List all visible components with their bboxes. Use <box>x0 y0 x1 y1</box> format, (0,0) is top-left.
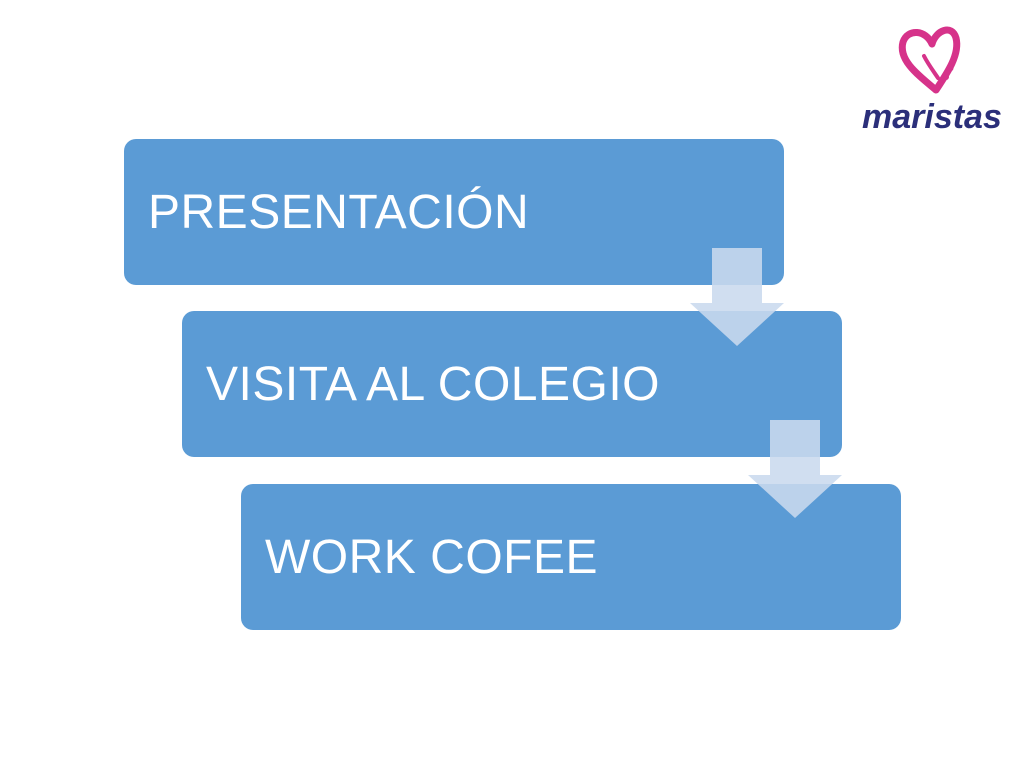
down-arrow-icon <box>748 420 842 518</box>
step-label: WORK COFEE <box>265 530 599 584</box>
step-box-presentacion: PRESENTACIÓN <box>124 139 784 285</box>
step-box-work-cofee: WORK COFEE <box>241 484 901 630</box>
maristas-logo: maristas <box>858 20 1008 138</box>
logo-wordmark: maristas <box>862 98 1002 136</box>
heart-figure-icon: maristas <box>862 26 1002 136</box>
step-label: VISITA AL COLEGIO <box>206 357 660 411</box>
step-label: PRESENTACIÓN <box>148 185 530 239</box>
down-arrow-icon <box>690 248 784 346</box>
